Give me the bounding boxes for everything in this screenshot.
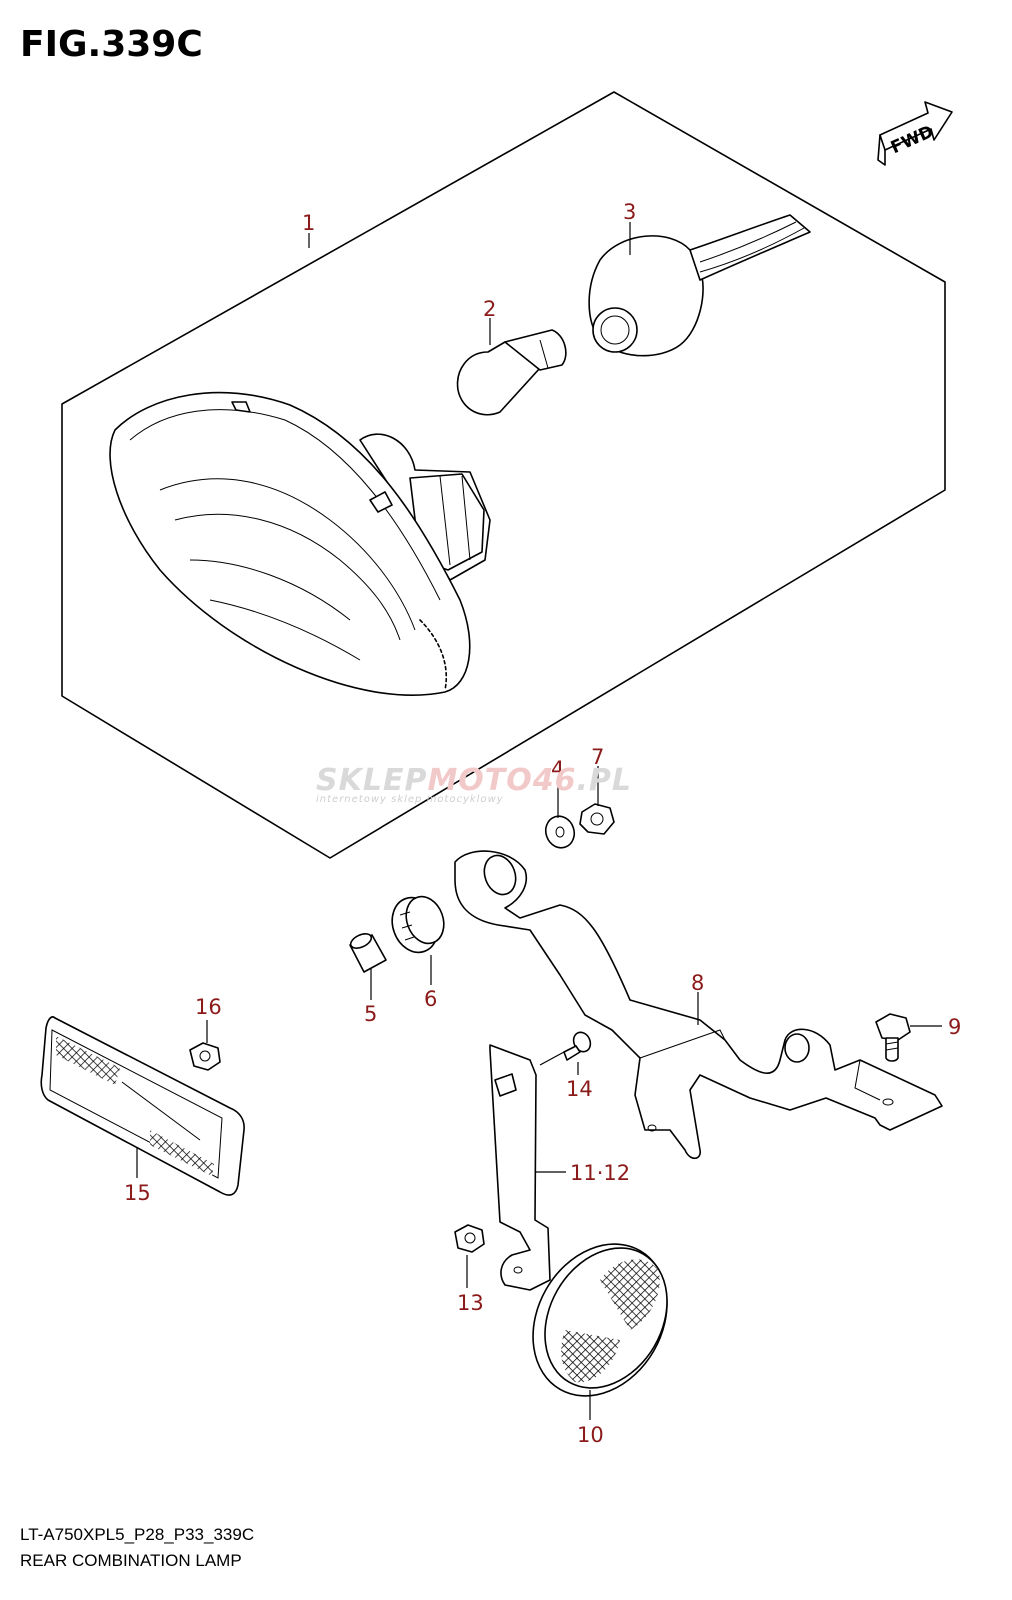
- watermark-brand-d: .PL: [577, 763, 633, 798]
- callout-3: 3: [623, 200, 636, 224]
- callout-13: 13: [457, 1291, 484, 1315]
- bulb: [456, 329, 567, 416]
- bulb-socket: [588, 214, 811, 357]
- callout-1: 1: [302, 211, 315, 235]
- collar: [349, 933, 387, 973]
- watermark-tagline: internetowy sklep motocyklowy: [316, 794, 504, 805]
- callout-14: 14: [566, 1077, 593, 1101]
- lamp-assembly-outline: [61, 91, 946, 859]
- svg-text:SKLEPMOTO46.PL: SKLEPMOTO46.PL: [316, 763, 632, 798]
- callout-6: 6: [424, 987, 437, 1011]
- footer-part-name: REAR COMBINATION LAMP: [20, 1551, 242, 1570]
- washer: [544, 815, 576, 849]
- callout-10: 10: [577, 1423, 604, 1447]
- figure-title: FIG.339C: [20, 24, 203, 65]
- footer-model-code: LT-A750XPL5_P28_P33_339C: [20, 1525, 254, 1544]
- rectangular-reflector: [40, 1016, 245, 1196]
- grommet: [391, 895, 445, 954]
- rear-lamp-housing: [109, 391, 491, 696]
- callout-4: 4: [551, 757, 564, 781]
- callout-16: 16: [195, 995, 222, 1019]
- callout-9: 9: [948, 1015, 961, 1039]
- watermark-brand-a: SKLEP: [316, 763, 427, 798]
- watermark-brand-c: 46: [532, 763, 577, 798]
- round-reflector: [532, 1243, 668, 1397]
- reflector-bracket: [489, 1044, 551, 1291]
- callout-7: 7: [591, 745, 604, 769]
- reflector-nut: [189, 1042, 221, 1071]
- leader-lines: [136, 222, 942, 1420]
- flange-nut: [579, 803, 615, 835]
- bolt: [875, 1013, 911, 1062]
- nut: [454, 1224, 485, 1253]
- callout-15: 15: [124, 1181, 151, 1205]
- callout-11-12: 11·12: [570, 1161, 630, 1185]
- watermark: SKLEPMOTO46.PL internetowy sklep motocyk…: [316, 763, 632, 805]
- screw: [563, 1031, 592, 1061]
- callout-5: 5: [364, 1002, 377, 1026]
- watermark-brand-b: MOTO: [427, 763, 532, 798]
- callout-8: 8: [691, 971, 704, 995]
- lamp-bracket: [454, 850, 943, 1160]
- callout-2: 2: [483, 297, 496, 321]
- fwd-arrow-icon: FWD: [877, 101, 953, 166]
